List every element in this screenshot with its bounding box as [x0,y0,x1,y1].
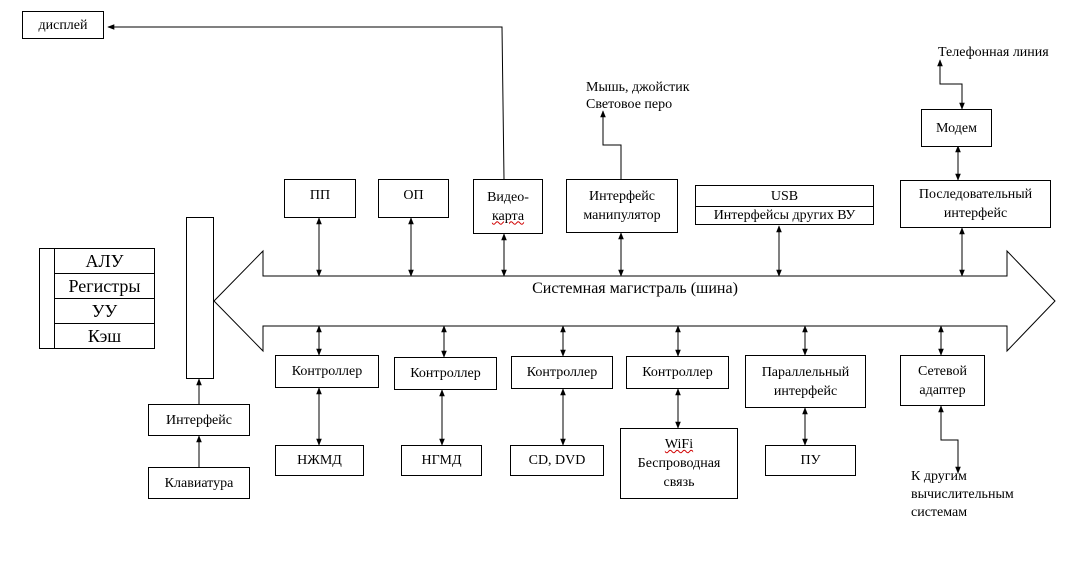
wifi-label-line3: связь [663,475,695,490]
controller-wifi-box: Контроллер [626,356,729,389]
other-systems-line3: системам [911,505,968,520]
op-label: ОП [403,188,424,203]
keyboard-box: Клавиатура [148,467,250,499]
other-systems-line1: К другим [911,469,967,484]
wifi-label-line2: Беспроводная [637,456,721,471]
phone-line-label: Телефонная линия [938,45,1049,60]
mouse-label-line2: Световое перо [586,97,673,112]
system-bus-arrow [213,249,1056,353]
hdd-label: НЖМД [297,453,342,468]
serial-label-line2: интерфейс [943,206,1008,221]
mouse-label: Мышь, джойстик Световое перо [586,79,690,113]
modem-label: Модем [936,120,977,136]
controller-hdd-box: Контроллер [275,355,379,388]
network-other-line [938,405,961,474]
serial-label-line1: Последовательный [918,187,1033,202]
cpu-control-unit: УУ [54,299,154,324]
system-bus-label: Системная магистраль (шина) [532,280,738,297]
parallel-interface-box: Параллельный интерфейс [745,355,866,408]
cpu-registers: Регистры [54,274,154,299]
other-systems-label: К другим вычислительным системам [911,468,1014,522]
keyboard-interface-label: Интерфейс [166,412,232,428]
wifi-box: WiFi Беспроводная связь [620,428,738,499]
cpu-port-block [186,217,214,379]
manipulator-label-line1: Интерфейс [589,189,655,204]
modem-box: Модем [921,109,992,147]
fdd-box: НГМД [401,445,482,476]
controller-fdd-box: Контроллер [394,357,497,390]
op-box: ОП [378,179,449,218]
keyboard-interface-box: Интерфейс [148,404,250,436]
other-systems-line2: вычислительным [911,487,1014,502]
pp-box: ПП [284,179,356,218]
hdd-box: НЖМД [275,445,364,476]
other-devices-label: Интерфейсы других ВУ [713,207,856,223]
cd-dvd-box: CD, DVD [510,445,604,476]
controller-fdd-label: Контроллер [410,366,481,381]
controller-hdd-label: Контроллер [291,364,363,379]
manipulator-box: Интерфейс манипулятор [566,179,678,233]
controller-cd-box: Контроллер [511,356,613,389]
pu-label: ПУ [800,453,821,468]
display-box: дисплей [22,11,104,39]
cd-dvd-label: CD, DVD [528,453,586,468]
network-label-line1: Сетевой [917,363,968,379]
keyboard-label: Клавиатура [164,475,234,491]
usb-box: USB Интерфейсы других ВУ [695,185,874,225]
network-adapter-box: Сетевой адаптер [900,355,985,406]
fdd-label: НГМД [421,453,462,468]
videocard-label-line1: Видео- [487,189,529,205]
display-label: дисплей [38,17,88,33]
pu-box: ПУ [765,445,856,476]
mouse-label-line1: Мышь, джойстик [586,80,690,95]
cpu-alu: АЛУ [54,249,154,274]
modem-phone-line [937,59,965,110]
videocard-box: Видео- карта [473,179,543,234]
usb-label: USB [770,188,799,204]
manipulator-label-line2: манипулятор [583,208,661,223]
serial-interface-box: Последовательный интерфейс [900,180,1051,228]
cpu-block: АЛУ Регистры УУ Кэш [39,248,155,349]
wifi-label-line1: WiFi [664,437,694,452]
cpu-cache: Кэш [54,324,154,349]
videocard-label-line2: карта [491,208,525,224]
manipulator-mouse-line [600,110,622,179]
network-label-line2: адаптер [919,382,966,398]
videocard-display-line [107,24,505,180]
pp-label: ПП [309,188,331,203]
parallel-label-line1: Параллельный [761,364,850,380]
parallel-label-line2: интерфейс [773,383,838,399]
controller-wifi-label: Контроллер [642,365,713,380]
controller-cd-label: Контроллер [526,365,598,380]
